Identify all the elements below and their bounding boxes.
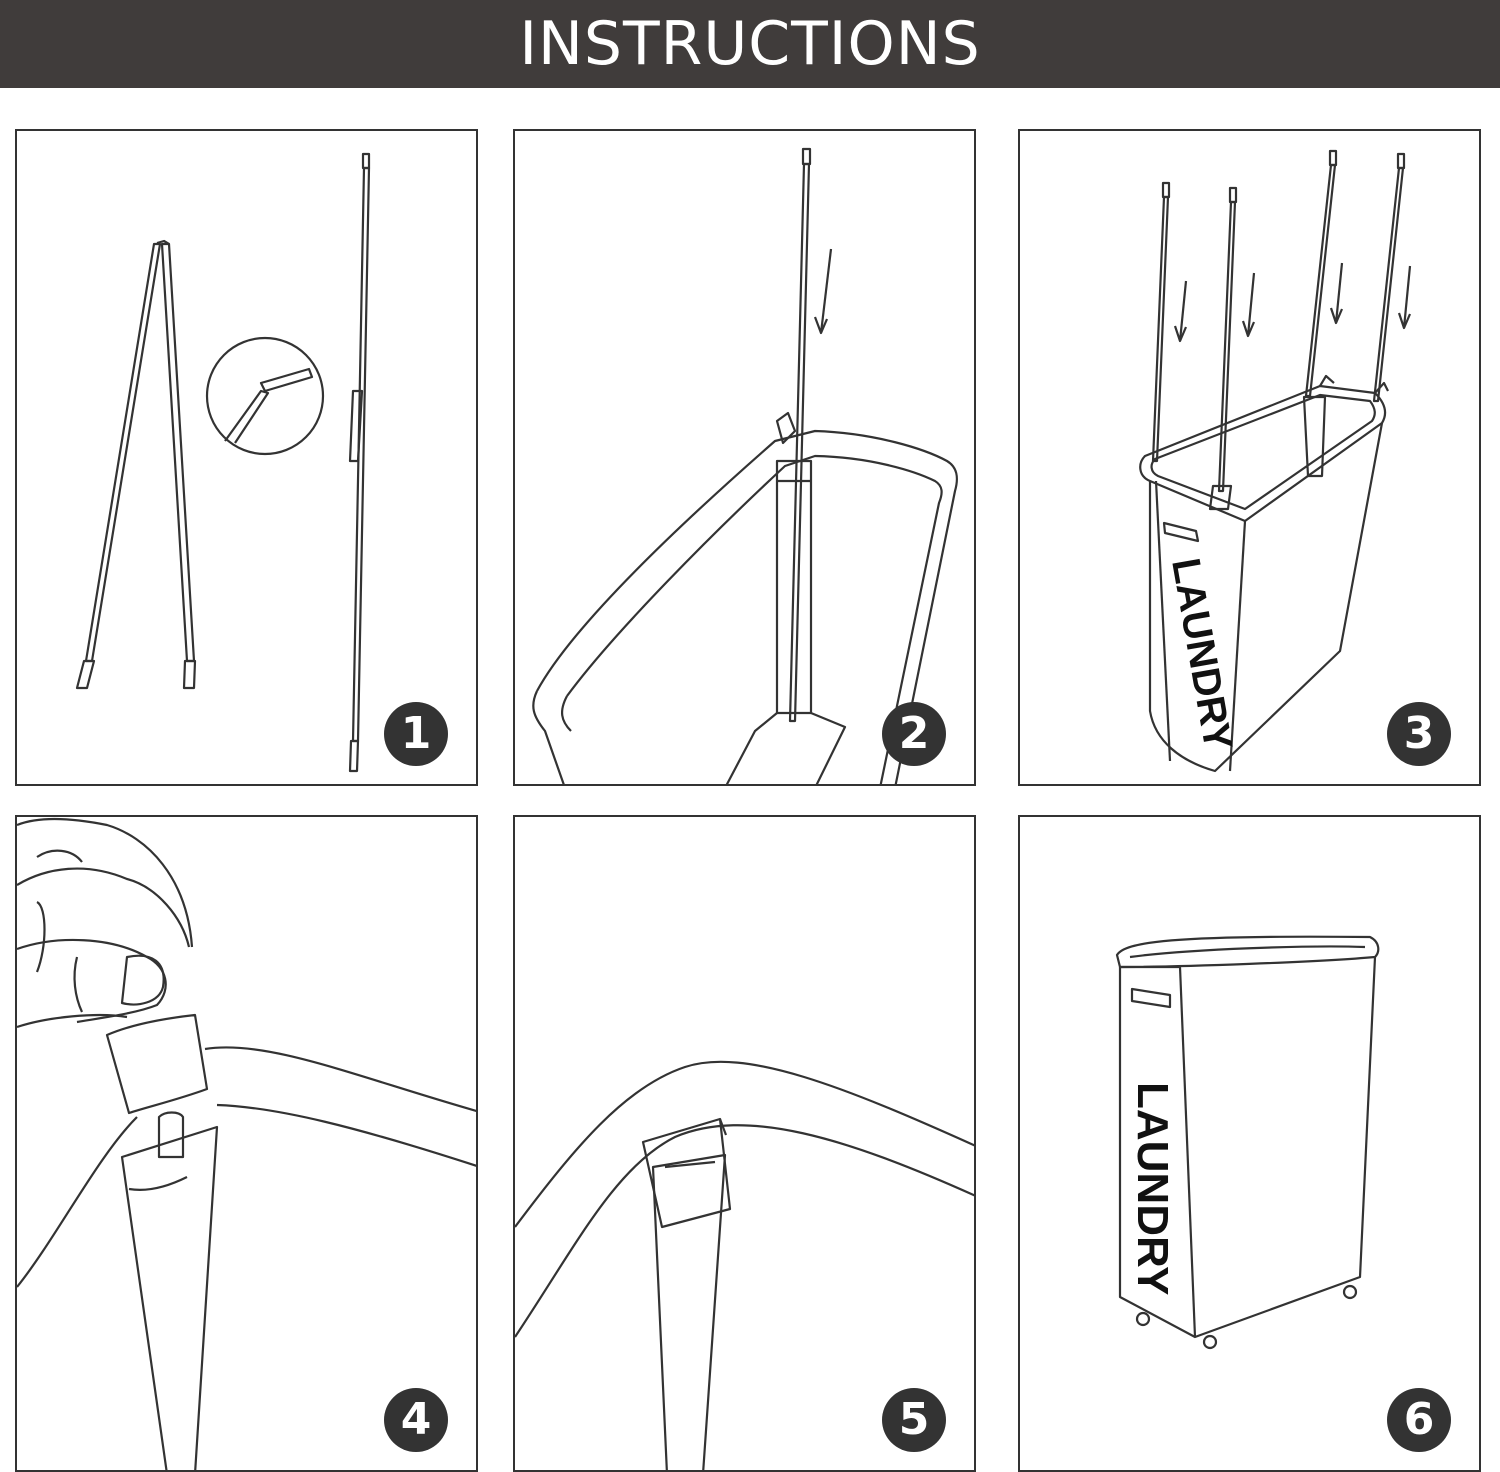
- folded-poles-illustration: [75, 152, 371, 773]
- laundry-label-step3: LAUNDRY: [1163, 555, 1240, 754]
- step-4-badge: 4: [384, 1388, 448, 1452]
- velcro-strap-illustration: [515, 1060, 974, 1470]
- step-2-badge: 2: [882, 702, 946, 766]
- insert-four-poles-illustration: LAUNDRY: [1139, 149, 1412, 773]
- step-5-badge: 5: [882, 1388, 946, 1452]
- instructions-header: INSTRUCTIONS: [0, 0, 1500, 88]
- cap-pole-illustration: [17, 817, 476, 1470]
- step-2-panel: 2: [513, 129, 976, 786]
- laundry-label-step6: LAUNDRY: [1128, 1082, 1177, 1295]
- step-1-badge: 1: [384, 702, 448, 766]
- finished-basket-illustration: LAUNDRY: [1115, 935, 1380, 1350]
- insert-pole-illustration: [532, 147, 958, 784]
- header-title: INSTRUCTIONS: [519, 9, 981, 79]
- step-5-panel: 5: [513, 815, 976, 1472]
- step-4-panel: 4: [15, 815, 478, 1472]
- step-1-panel: 1: [15, 129, 478, 786]
- step-3-badge: 3: [1387, 702, 1451, 766]
- step-6-badge: 6: [1387, 1388, 1451, 1452]
- step-6-panel: LAUNDRY 6: [1018, 815, 1481, 1472]
- step-3-panel: LAUNDRY 3: [1018, 129, 1481, 786]
